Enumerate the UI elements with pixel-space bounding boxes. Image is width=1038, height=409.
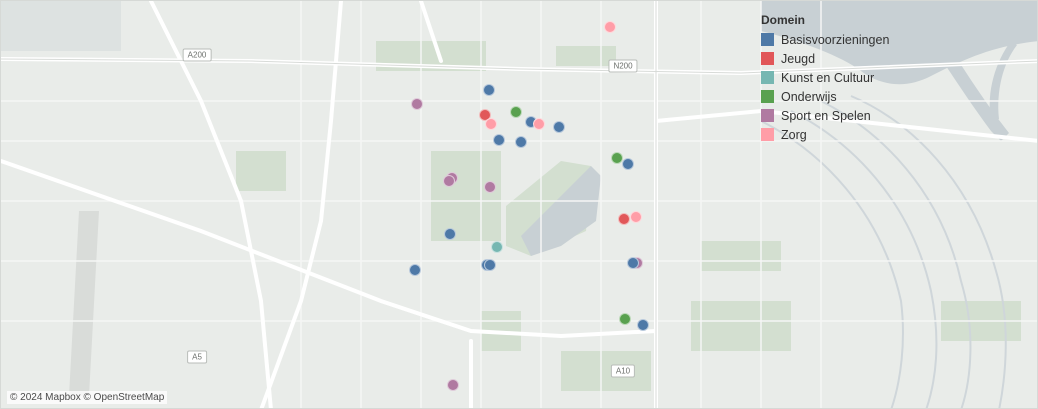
- road-label-a200: A200: [182, 48, 212, 62]
- legend-item-label: Zorg: [781, 127, 807, 142]
- legend-item-zorg[interactable]: Zorg: [761, 125, 889, 144]
- map-marker[interactable]: [409, 264, 421, 276]
- legend-swatch: [761, 52, 774, 65]
- map-marker[interactable]: [618, 213, 630, 225]
- legend-item-label: Kunst en Cultuur: [781, 70, 875, 85]
- map-marker[interactable]: [493, 134, 505, 146]
- legend-swatch: [761, 128, 774, 141]
- map-marker[interactable]: [447, 379, 459, 391]
- map-marker[interactable]: [444, 228, 456, 240]
- legend-swatch: [761, 90, 774, 103]
- map-marker[interactable]: [637, 319, 649, 331]
- map-marker[interactable]: [619, 313, 631, 325]
- map-marker[interactable]: [622, 158, 634, 170]
- map-marker[interactable]: [515, 136, 527, 148]
- map-marker[interactable]: [533, 118, 545, 130]
- road-label-n200: N200: [608, 59, 638, 73]
- map-marker[interactable]: [485, 118, 497, 130]
- map-marker[interactable]: [483, 84, 495, 96]
- legend-swatch: [761, 109, 774, 122]
- legend-swatch: [761, 33, 774, 46]
- map-marker[interactable]: [510, 106, 522, 118]
- legend: Domein Basisvoorzieningen Jeugd Kunst en…: [761, 13, 889, 144]
- legend-item-onderwijs[interactable]: Onderwijs: [761, 87, 889, 106]
- legend-item-kunst-en-cultuur[interactable]: Kunst en Cultuur: [761, 68, 889, 87]
- legend-title: Domein: [761, 13, 806, 27]
- road-label-a5: A5: [187, 350, 207, 364]
- legend-item-label: Onderwijs: [781, 89, 837, 104]
- legend-item-jeugd[interactable]: Jeugd: [761, 49, 889, 68]
- map-marker[interactable]: [553, 121, 565, 133]
- map-marker[interactable]: [630, 211, 642, 223]
- map-marker[interactable]: [443, 175, 455, 187]
- map-marker[interactable]: [411, 98, 423, 110]
- road-label-a10: A10: [610, 364, 636, 378]
- legend-item-label: Basisvoorzieningen: [781, 32, 890, 47]
- legend-item-basisvoorzieningen[interactable]: Basisvoorzieningen: [761, 30, 889, 49]
- map-marker[interactable]: [491, 241, 503, 253]
- legend-item-sport-en-spelen[interactable]: Sport en Spelen: [761, 106, 889, 125]
- map-marker[interactable]: [627, 257, 639, 269]
- map-marker[interactable]: [604, 21, 616, 33]
- map-marker[interactable]: [484, 259, 496, 271]
- map-marker[interactable]: [484, 181, 496, 193]
- legend-swatch: [761, 71, 774, 84]
- map-attribution[interactable]: © 2024 Mapbox © OpenStreetMap: [7, 391, 168, 404]
- legend-item-label: Sport en Spelen: [781, 108, 871, 123]
- map-marker[interactable]: [611, 152, 623, 164]
- legend-item-label: Jeugd: [781, 51, 816, 66]
